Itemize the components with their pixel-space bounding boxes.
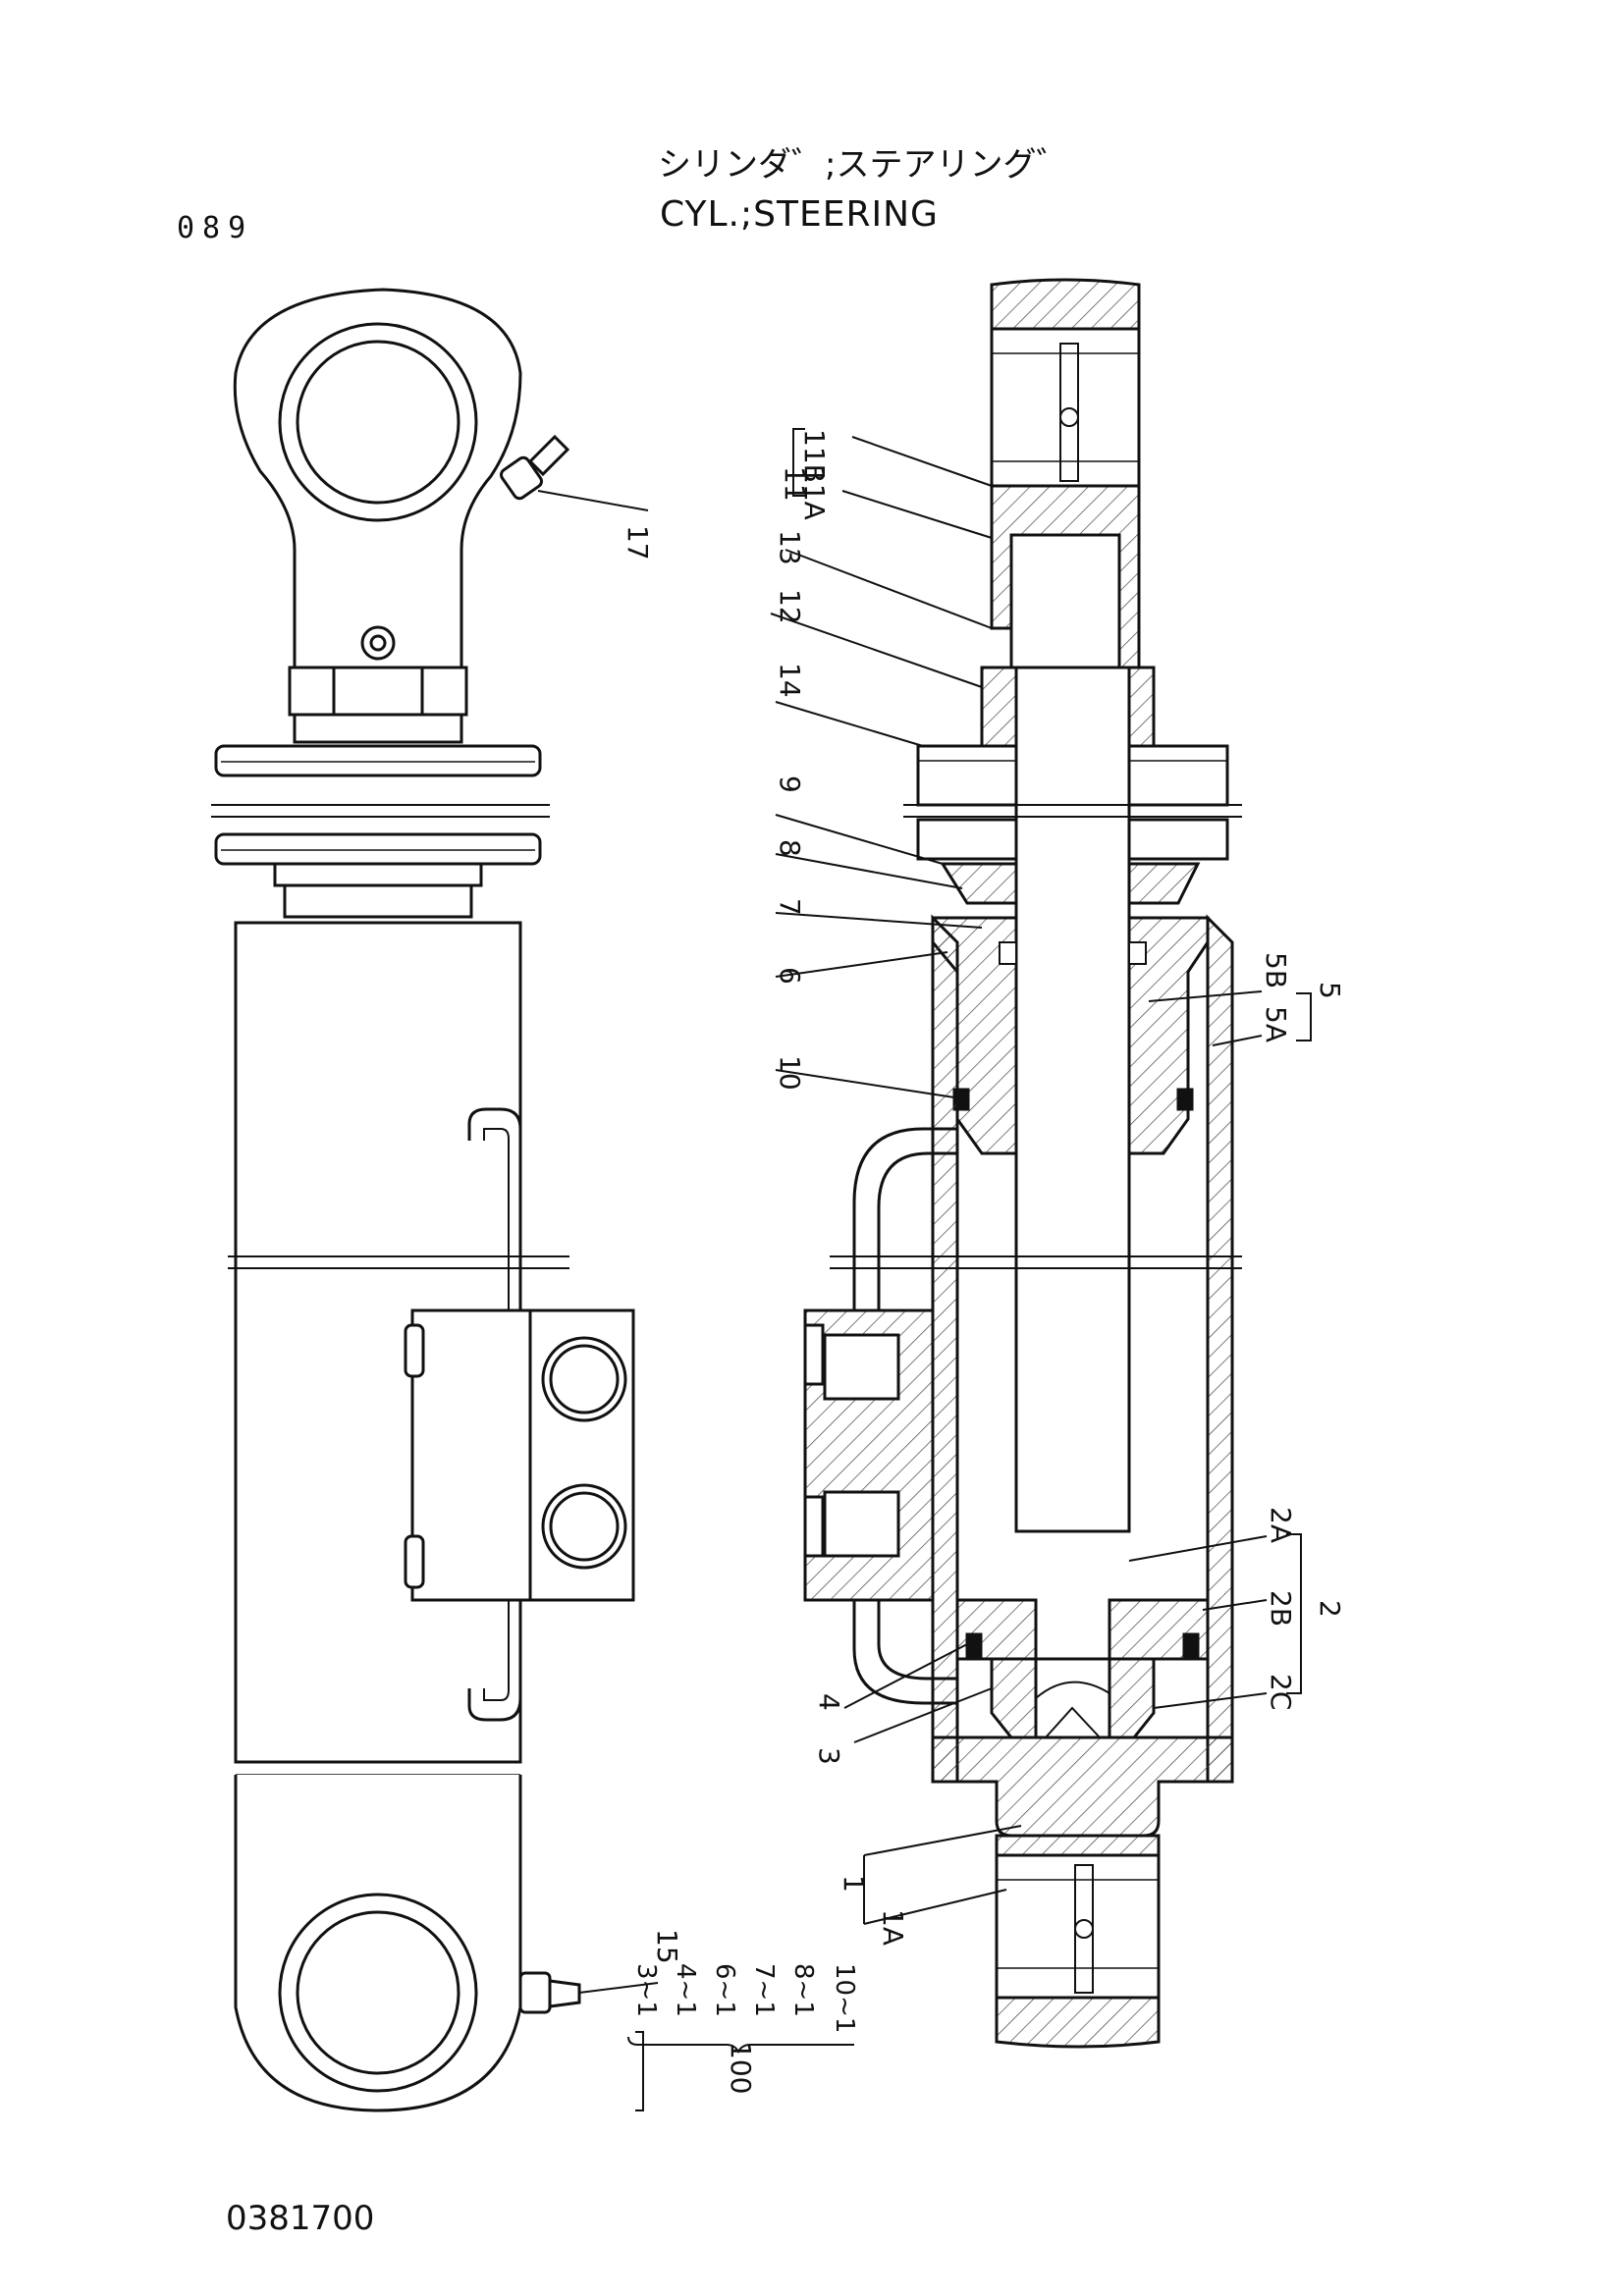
kit-item: 3~1 [631, 1963, 661, 2017]
title-english: CYL.;STEERING [660, 194, 939, 235]
title-japanese: シリンダ゛;ステアリング゛ [658, 145, 1070, 185]
kit-item: 4~1 [671, 1963, 700, 2017]
callout-3: 3 [813, 1747, 845, 1765]
seal-kit-list: 3~1 4~1 6~1 7~1 8~1 10~1 100 [631, 1963, 859, 2094]
callout-11b: 11B [798, 429, 831, 483]
callout-15: 15 [651, 1929, 683, 1964]
callout-5: 5 [1314, 982, 1346, 999]
kit-bracket [627, 2036, 854, 2055]
callout-14: 14 [774, 663, 806, 698]
callout-6: 6 [774, 967, 806, 985]
callout-10: 10 [774, 1055, 806, 1091]
callout-2c: 2C [1265, 1674, 1297, 1710]
drawing-number: 0381700 [226, 2199, 375, 2238]
section-view [803, 278, 1242, 2049]
callout-11: 11 [779, 466, 811, 502]
kit-number: 100 [725, 2042, 757, 2094]
callout-2: 2 [1314, 1600, 1346, 1618]
grease-nipple-15 [518, 1971, 581, 2014]
kit-item: 6~1 [710, 1963, 739, 2017]
kit-item: 8~1 [788, 1963, 818, 2017]
callout-5b: 5B [1260, 952, 1292, 988]
external-view [211, 288, 635, 2112]
rod-eye [233, 288, 522, 669]
callout-12: 12 [774, 589, 806, 624]
callout-4: 4 [813, 1693, 845, 1711]
callout-labels: 11 11B 11A 13 12 14 9 8 7 6 10 5B 5A 5 2… [622, 429, 1346, 1964]
callout-11a: 11A [798, 466, 831, 520]
callout-9: 9 [774, 775, 806, 793]
callout-2a: 2A [1265, 1507, 1297, 1543]
callout-5a: 5A [1260, 1006, 1292, 1042]
callout-17: 17 [622, 525, 654, 561]
page-number: 089 [177, 211, 254, 245]
callout-13: 13 [774, 530, 806, 565]
kit-item: 10~1 [830, 1963, 859, 2033]
callout-7: 7 [774, 898, 806, 916]
callout-2b: 2B [1265, 1590, 1297, 1627]
callout-1a: 1A [877, 1909, 909, 1946]
kit-item: 7~1 [749, 1963, 779, 2017]
grease-nipple-17 [499, 434, 570, 501]
callout-8: 8 [774, 839, 806, 857]
callout-1: 1 [838, 1875, 870, 1893]
leader-lines [537, 428, 1312, 2111]
